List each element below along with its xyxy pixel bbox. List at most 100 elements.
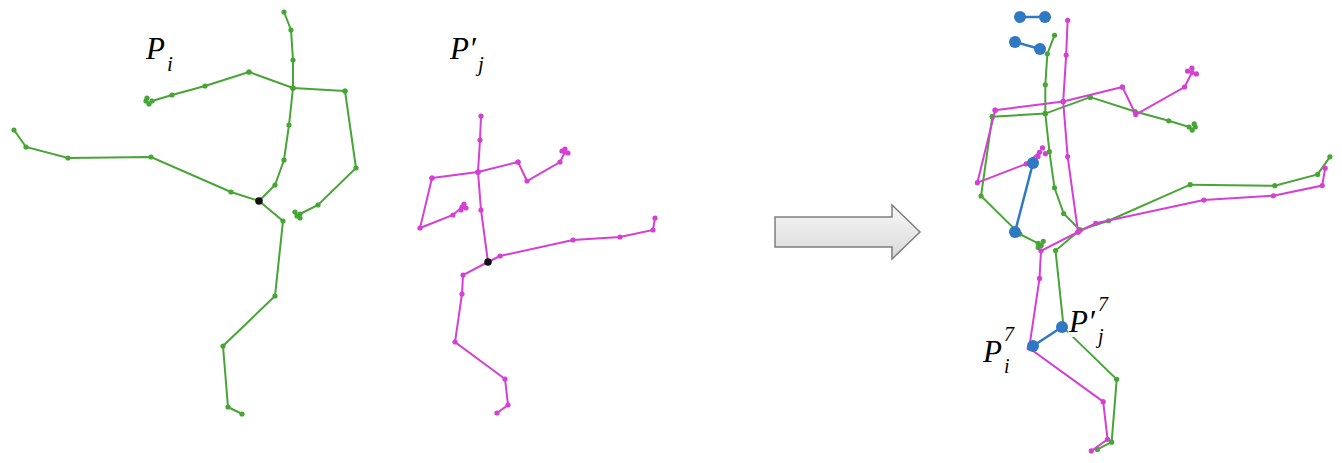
joint-dot	[272, 293, 277, 298]
bone-line	[223, 201, 283, 414]
joint-dot	[460, 272, 465, 277]
joint-dot	[281, 157, 286, 162]
joint-dot	[297, 215, 302, 220]
bone-line	[488, 218, 655, 262]
bone-line	[478, 172, 488, 262]
joint-dot	[1061, 99, 1066, 104]
bone-line	[1063, 20, 1067, 101]
joint-dot	[290, 85, 295, 90]
joint-dot	[1040, 145, 1045, 150]
root-joint	[484, 258, 492, 266]
pose-subscript: j	[478, 54, 484, 75]
joint-dot	[220, 343, 225, 348]
bone-line	[1122, 73, 1192, 115]
joint-dot	[280, 218, 285, 223]
joint-dot	[1038, 248, 1043, 253]
bone-line	[1029, 232, 1107, 451]
joint-dot	[515, 159, 520, 164]
joint-dot	[1043, 82, 1048, 87]
joint-subscript: j	[1097, 326, 1105, 346]
joint-dot	[478, 207, 483, 212]
joint-superscript: 7	[1097, 294, 1109, 314]
joint-dot	[1075, 229, 1080, 234]
joint-dot	[1089, 448, 1094, 453]
green-skeleton-aligned	[978, 33, 1332, 452]
joint-dot	[559, 148, 564, 153]
bone-line	[1063, 102, 1078, 233]
joint-dot	[505, 402, 510, 407]
joint-dot	[1043, 151, 1048, 156]
joint-dot	[315, 202, 320, 207]
joint-dot	[1320, 183, 1325, 188]
joint-dot	[225, 404, 230, 409]
joint-dot	[1315, 172, 1320, 177]
joint-dot	[452, 339, 457, 344]
joint-dot	[342, 88, 347, 93]
green-skeleton	[11, 9, 358, 416]
joint-dot	[246, 69, 251, 74]
joint-subscript: i	[1003, 356, 1011, 376]
joint-dot	[429, 175, 434, 180]
joint-dot	[450, 212, 455, 217]
correspondence-dot	[1009, 226, 1021, 238]
joint-dot	[478, 113, 483, 118]
bone-line	[420, 178, 462, 228]
bone-line	[1078, 168, 1325, 232]
joint-dot	[1052, 185, 1057, 190]
joint-dot	[993, 108, 998, 113]
joint-dot	[1043, 111, 1048, 116]
root-joint	[255, 197, 263, 205]
correspondence-line	[1015, 163, 1033, 232]
joint-dot	[286, 122, 291, 127]
joint-dot	[1065, 18, 1070, 23]
joint-dot	[11, 127, 16, 132]
joint-dot	[1323, 166, 1328, 171]
bone-line	[1056, 230, 1117, 449]
joint-dot	[557, 159, 562, 164]
bone-line	[284, 12, 293, 88]
correspondence-lines	[1009, 11, 1068, 352]
joint-dot	[146, 101, 151, 106]
magenta-skeleton	[417, 113, 657, 415]
joint-dot	[497, 253, 502, 258]
bone-line	[14, 130, 259, 201]
joint-dot	[246, 69, 251, 74]
joint-dot	[1188, 182, 1193, 187]
correspondence-dot	[1009, 36, 1021, 48]
joint-dot	[23, 144, 28, 149]
joint-dot	[1272, 183, 1277, 188]
correspondence-dot	[1034, 43, 1046, 55]
correspondence-dot	[1014, 11, 1026, 23]
joint-dot	[1120, 84, 1125, 89]
correspondence-dot	[1027, 340, 1039, 352]
joint-dot	[565, 150, 570, 155]
joint-dot	[1133, 112, 1138, 117]
joint-dot	[292, 209, 297, 214]
joint-dot	[477, 137, 482, 142]
correspondence-dot	[1027, 157, 1039, 169]
joint-dot	[1189, 66, 1194, 71]
joint-dot	[1271, 193, 1276, 198]
block-arrow	[775, 205, 920, 259]
joint-dot	[65, 155, 70, 160]
joint-dot	[978, 193, 983, 198]
joint-dot	[1327, 154, 1332, 159]
bone-line	[152, 72, 249, 101]
joint-dot	[429, 175, 434, 180]
joint-dot	[502, 376, 507, 381]
joint-dot	[290, 85, 295, 90]
joint-dot	[1201, 198, 1206, 203]
bone-line	[518, 152, 565, 181]
joint-dot	[1075, 229, 1080, 234]
joint-dot	[1192, 121, 1197, 126]
correspondence-dot	[1056, 321, 1068, 333]
joint-dot	[1052, 33, 1057, 38]
pose-symbol: P′	[450, 33, 476, 64]
joint-dot	[417, 225, 422, 230]
joint-dot	[1037, 276, 1042, 281]
joint-dot	[353, 165, 358, 170]
joint-dot	[1061, 211, 1066, 216]
joint-dot	[148, 154, 153, 159]
joint-dot	[288, 27, 293, 32]
